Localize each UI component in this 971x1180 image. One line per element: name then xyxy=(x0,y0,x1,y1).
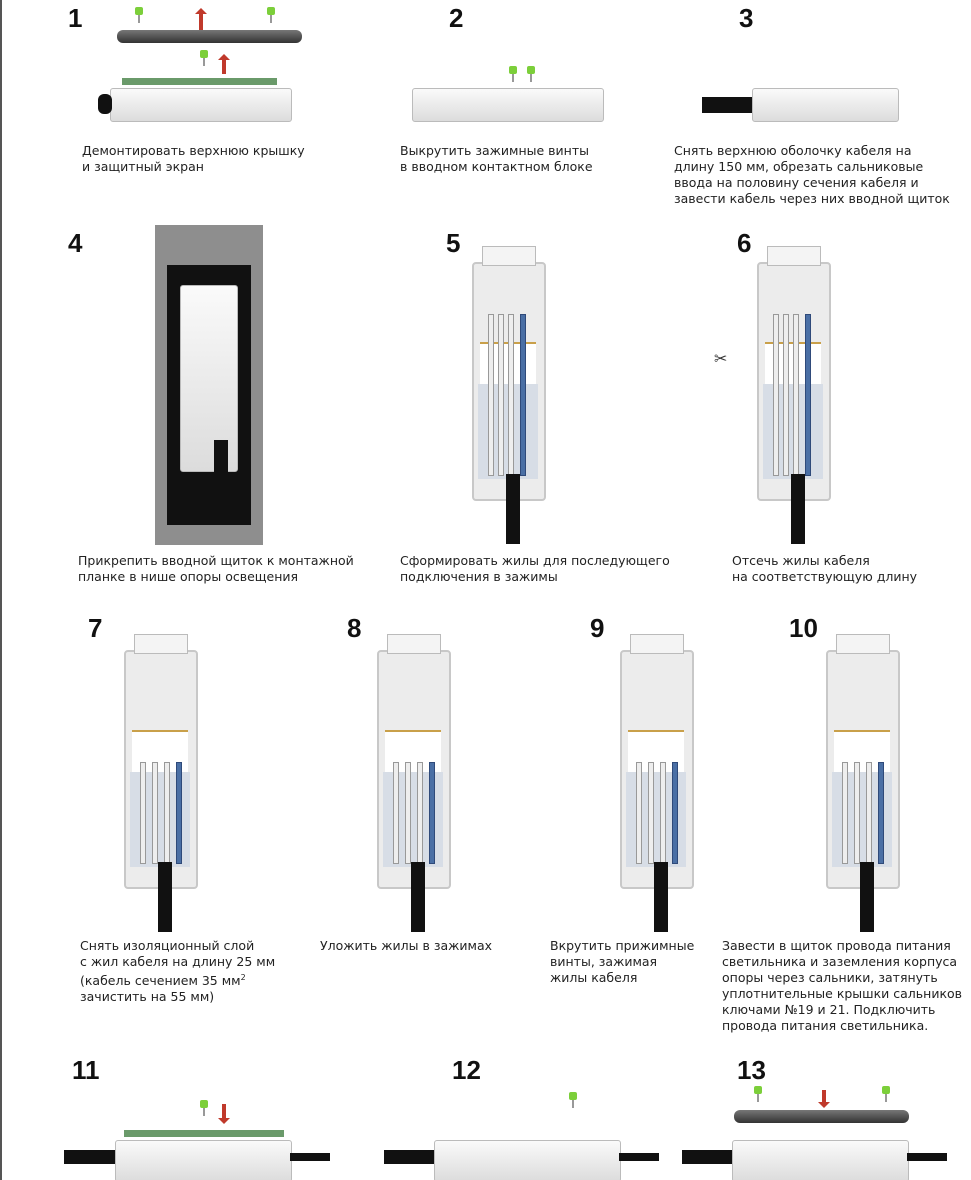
step-caption: Отсечь жилы кабеля на соответствующую дл… xyxy=(732,553,918,584)
step-8-illustration xyxy=(377,634,451,932)
step-number: 5 xyxy=(446,228,461,258)
step-7-illustration xyxy=(124,634,198,932)
step-number: 2 xyxy=(449,3,464,33)
step-caption: Прикрепить вводной щиток к монтажной пла… xyxy=(78,553,354,584)
caption-part: Снять изоляционный слой с жил кабеля на … xyxy=(80,938,276,989)
caption-part: зачистить на 55 мм) xyxy=(80,989,215,1005)
step-caption: Уложить жилы в зажимах xyxy=(320,938,492,953)
step-number: 7 xyxy=(88,613,103,643)
step-9-illustration xyxy=(620,634,694,932)
scissors-icon: ✂ xyxy=(714,349,728,368)
step-caption: Завести в щиток провода питания светильн… xyxy=(722,938,963,1033)
step-number: 10 xyxy=(789,613,818,643)
step-number: 11 xyxy=(72,1055,100,1085)
step-number: 8 xyxy=(347,613,362,643)
step-caption: Выкрутить зажимные винты в вводном конта… xyxy=(400,143,593,174)
step-caption: Снять изоляционный слой с жил кабеля на … xyxy=(80,938,275,1005)
step-5-illustration xyxy=(472,246,546,544)
step-number: 3 xyxy=(739,3,754,33)
superscript: 2 xyxy=(240,973,246,982)
step-10-illustration xyxy=(826,634,900,932)
step-caption: Сформировать жилы для последующего подкл… xyxy=(400,553,670,584)
step-caption: Вкрутить прижимные винты, зажимая жилы к… xyxy=(550,938,695,985)
step-number: 9 xyxy=(590,613,605,643)
step-caption: Снять верхнюю оболочку кабеля на длину 1… xyxy=(674,143,950,206)
step-number: 1 xyxy=(68,3,83,33)
step-number: 6 xyxy=(737,228,752,258)
step-number: 4 xyxy=(68,228,83,258)
step-6-illustration xyxy=(757,246,831,544)
step-number: 13 xyxy=(737,1055,766,1085)
step-number: 12 xyxy=(452,1055,481,1085)
step-caption: Демонтировать верхнюю крышку и защитный … xyxy=(82,143,305,174)
